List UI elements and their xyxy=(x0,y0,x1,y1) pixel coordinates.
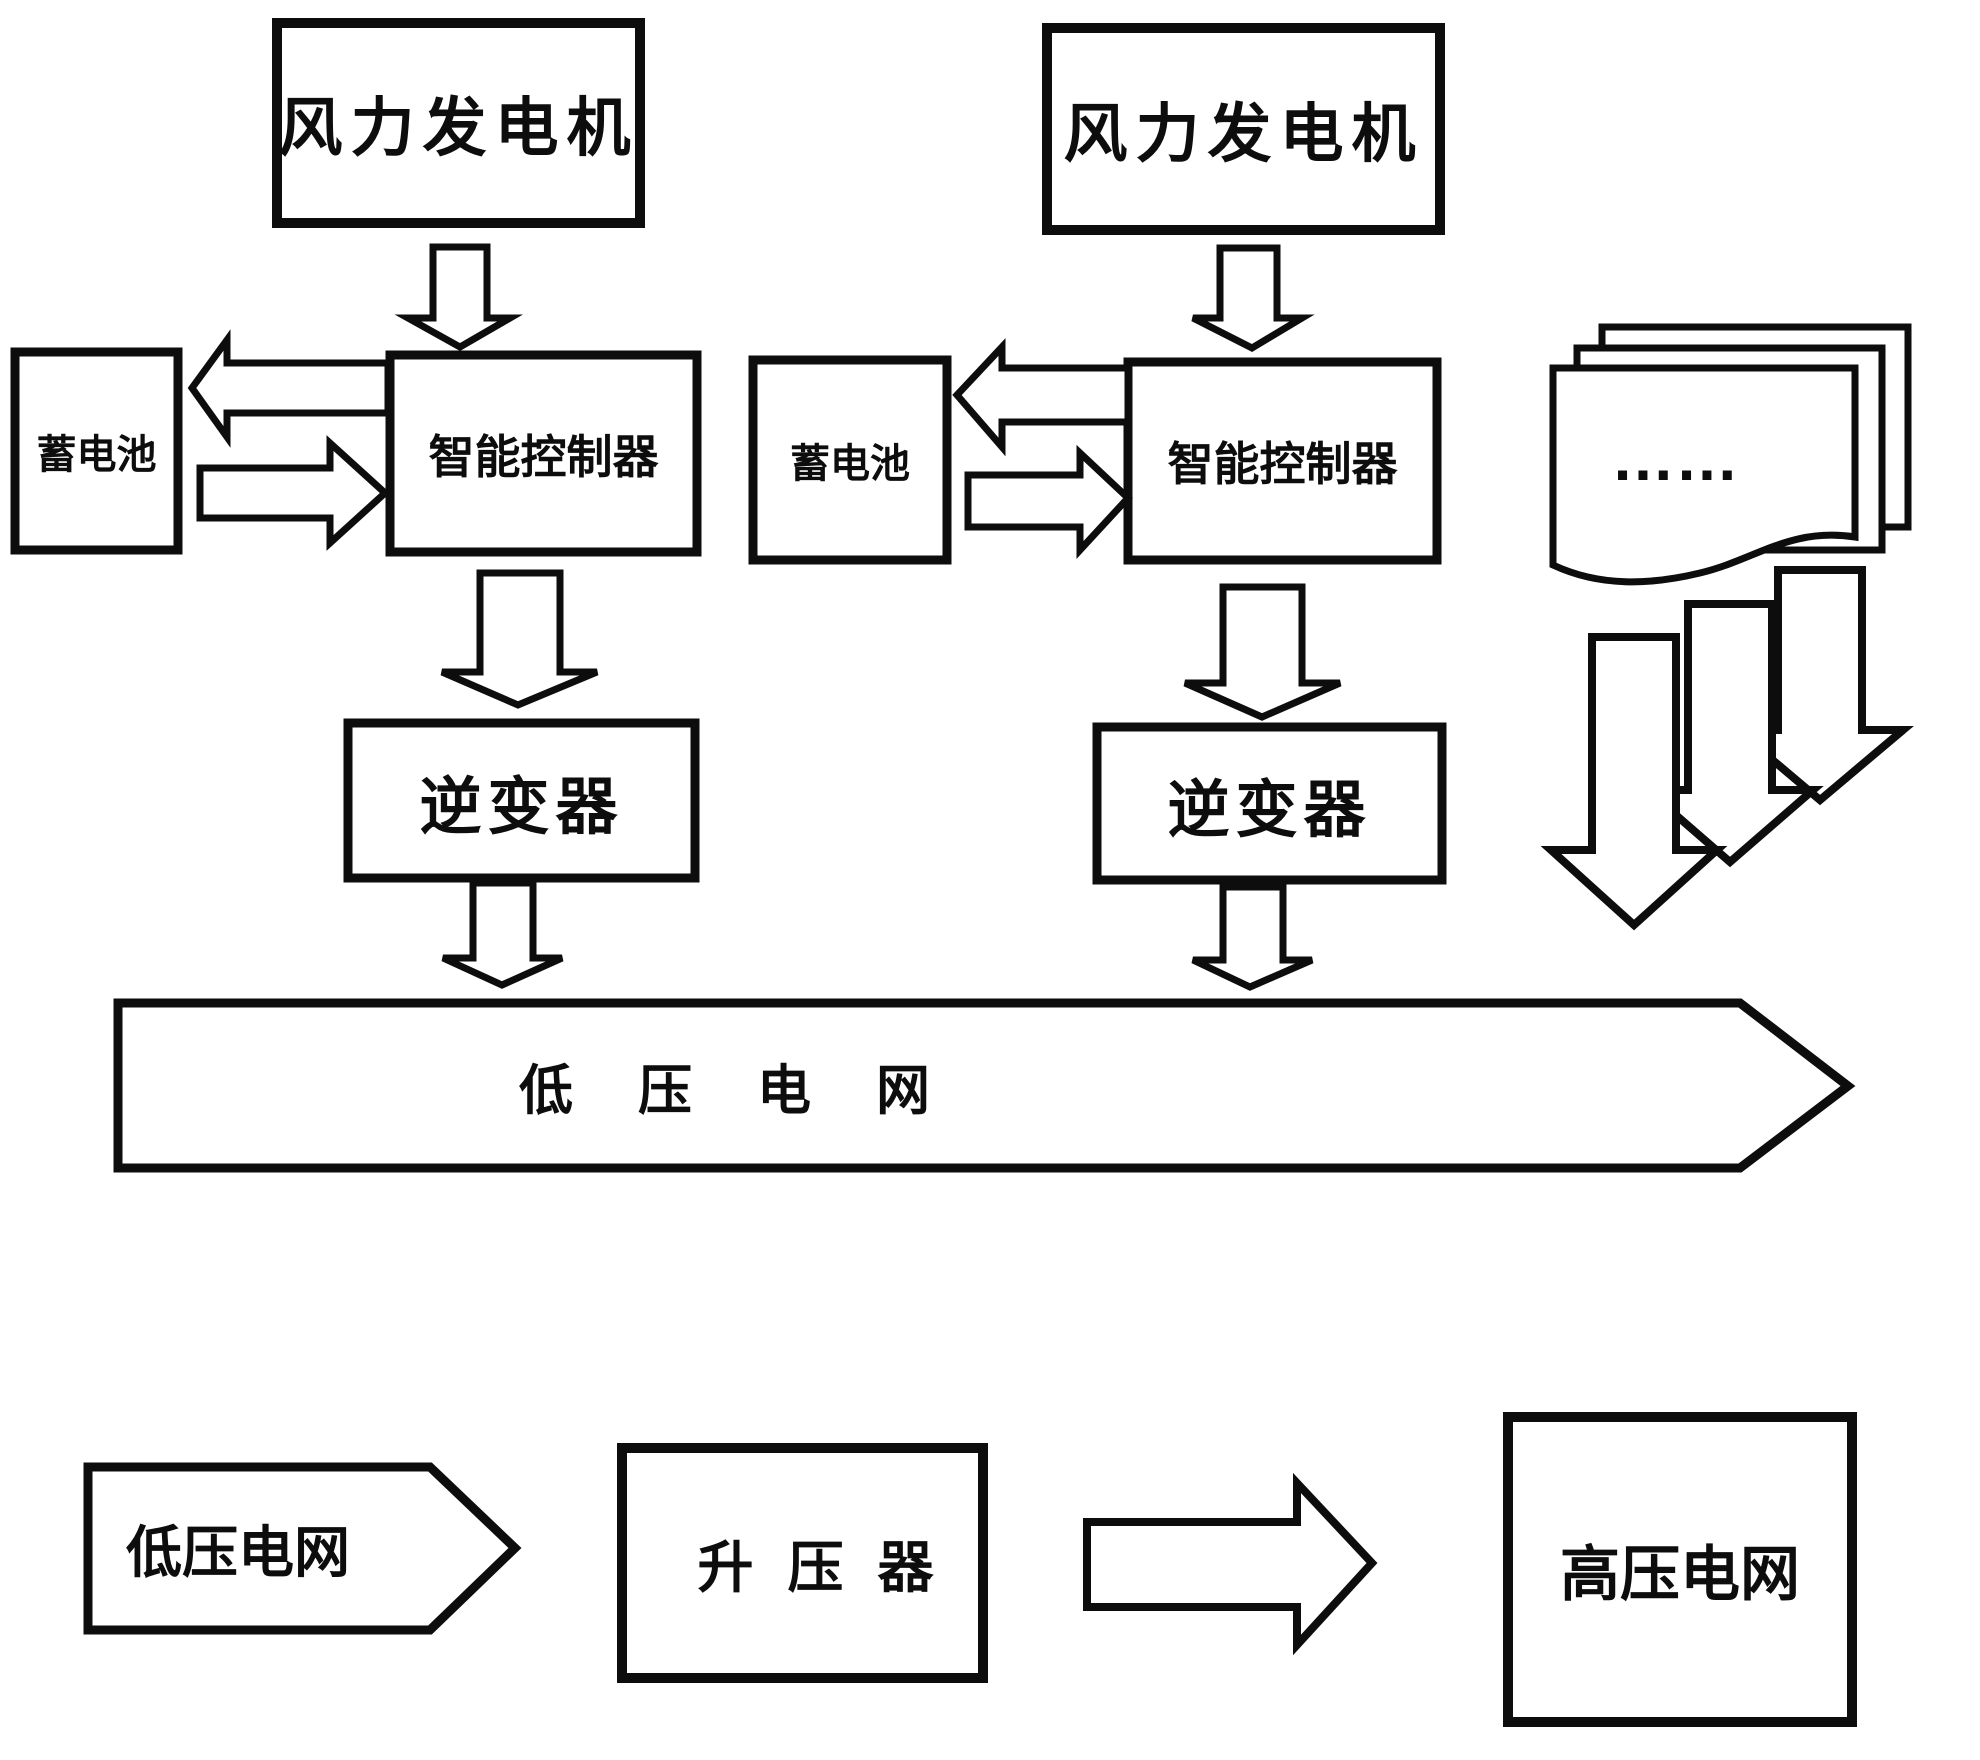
controller-2-box xyxy=(1123,357,1442,565)
inverter-1-box xyxy=(343,718,700,883)
arrow-controller2-to-inverter2 xyxy=(1183,583,1342,721)
arrow-generator2-to-controller2 xyxy=(1191,244,1315,352)
wind-generator-2-box xyxy=(1042,23,1445,235)
arrow-more-units-middle xyxy=(1636,600,1824,868)
arrow-more-units-front xyxy=(1540,633,1728,931)
low-voltage-grid-pentagon xyxy=(83,1462,522,1635)
arrow-booster-to-high-grid xyxy=(1083,1472,1378,1656)
low-voltage-bus-band xyxy=(113,998,1856,1173)
booster-label: 升压器 xyxy=(697,1535,968,1599)
arrow-inverter1-to-bus xyxy=(441,879,564,989)
arrow-generator1-to-controller1 xyxy=(394,243,524,352)
controller-1-box xyxy=(385,350,702,557)
arrow-battery1-to-controller1 xyxy=(196,435,391,551)
arrow-controller1-to-battery1 xyxy=(187,329,392,448)
low-voltage-bus-label: 低压电网 xyxy=(519,1061,995,1121)
arrow-controller2-to-battery2 xyxy=(952,338,1132,457)
controller-1-label: 智能控制器 xyxy=(428,430,659,483)
inverter-1-label: 逆变器 xyxy=(419,772,624,842)
inverter-2-box xyxy=(1092,722,1447,885)
wind-generator-1-label: 风力发电机 xyxy=(278,92,639,164)
low-voltage-grid-label: 低压电网 xyxy=(126,1521,350,1584)
battery-1-box xyxy=(10,347,183,555)
battery-1-label: 蓄电池 xyxy=(36,433,157,477)
high-voltage-grid-label: 高压电网 xyxy=(1560,1541,1800,1608)
battery-2-label: 蓄电池 xyxy=(790,442,910,486)
more-units-ellipsis: …… xyxy=(1611,422,1739,494)
stacked-page-front-icon xyxy=(1549,364,1859,586)
booster-box xyxy=(617,1443,988,1683)
controller-2-label: 智能控制器 xyxy=(1167,438,1398,490)
wind-generator-1-box xyxy=(272,18,645,228)
arrow-controller1-to-inverter1 xyxy=(440,569,599,709)
arrow-inverter2-to-bus xyxy=(1191,883,1314,991)
battery-2-box xyxy=(748,355,952,565)
arrow-battery2-to-controller2 xyxy=(964,444,1133,559)
wind-generator-2-label: 风力发电机 xyxy=(1063,98,1424,170)
high-voltage-grid-box xyxy=(1503,1412,1857,1727)
inverter-2-label: 逆变器 xyxy=(1167,775,1372,845)
